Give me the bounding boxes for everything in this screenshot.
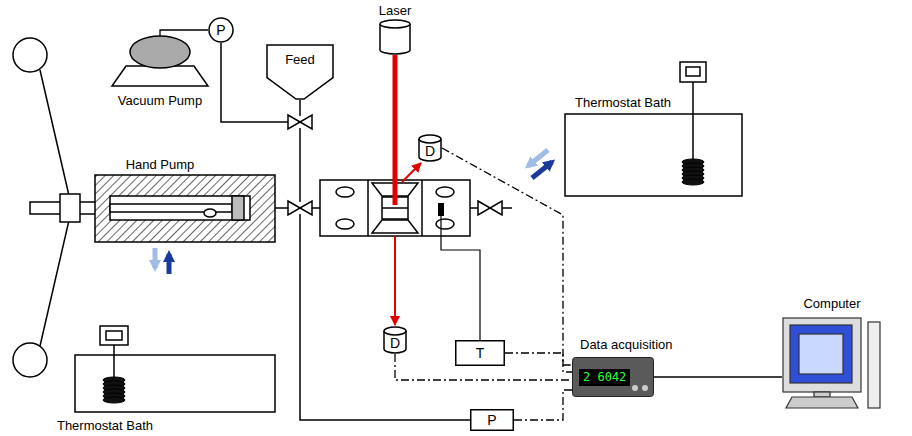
detector: D: [418, 134, 442, 162]
node-label: Hand Pump: [126, 157, 195, 172]
node-label: Laser: [379, 3, 412, 18]
connection-line: [654, 376, 782, 377]
laser-beam: [394, 236, 396, 325]
circulation-arrow: [528, 150, 548, 166]
optical-cell: [436, 219, 454, 229]
pipe: [312, 207, 320, 209]
node-label: T: [476, 346, 485, 361]
pump-handle: [60, 194, 80, 222]
pressure-box: P: [470, 409, 514, 431]
thermostat-bath: [686, 67, 700, 76]
bath-label: Thermostat Bath: [40, 416, 170, 434]
thermostat-bath: [680, 62, 706, 82]
optical-cell: [421, 180, 423, 236]
valve-symbol: [288, 201, 312, 215]
pipe: [275, 207, 288, 209]
pipe: [299, 128, 301, 202]
node-label: Vacuum Pump: [118, 93, 202, 108]
signal-line: [505, 353, 572, 372]
pressure-gauge: P: [208, 17, 234, 43]
node-label: D: [425, 144, 435, 159]
temperature-sensor: [441, 216, 480, 340]
pipe: [502, 207, 512, 209]
laser-beam: [393, 55, 398, 205]
laser-source: [380, 20, 410, 28]
computer: Computer: [782, 296, 882, 414]
display-readout: 2 6042: [579, 369, 630, 386]
heater-coil: [682, 179, 704, 185]
optical-cell: [436, 187, 454, 197]
circulation-arrow: [528, 150, 552, 178]
circulation-arrow: [153, 248, 158, 268]
thermostat-bath: [113, 345, 115, 378]
laser-source: [380, 20, 410, 54]
signal-line: [514, 390, 572, 420]
computer-outline: [782, 296, 882, 414]
node-label: Thermostat Bath: [575, 95, 671, 110]
pipe: [470, 207, 478, 209]
node-label: Feed: [285, 52, 315, 67]
laser-beam: [402, 163, 421, 182]
pump-handle: [40, 216, 70, 346]
connection-line: [160, 30, 208, 36]
laser-label: Laser: [365, 1, 425, 19]
pump-handle: [13, 343, 47, 377]
circulation-arrow: [532, 162, 552, 178]
vacuum-pump: Vacuum Pump: [110, 36, 210, 108]
node-label: Data acquisition: [580, 337, 673, 352]
heater-coil: [682, 159, 704, 185]
valve-symbol: [288, 115, 312, 129]
thermostat-bath: [692, 82, 694, 160]
hand-pump-body: [204, 209, 216, 217]
node-label: P: [216, 23, 225, 38]
thermostat-bath: [75, 326, 275, 412]
optical-cell: [367, 180, 369, 236]
thermostat-bath: [565, 114, 742, 196]
temperature-box: T: [455, 340, 505, 366]
pump-handle: [40, 70, 70, 200]
node-label: Thermostat Bath: [57, 418, 153, 433]
hand-pump-body: [232, 196, 244, 220]
node-label: D: [390, 336, 400, 351]
feed-hopper: Feed: [266, 44, 334, 100]
thermostat-bath: [75, 355, 275, 412]
optical-cell: [382, 207, 408, 209]
temperature-sensor: [438, 203, 444, 216]
valve-symbol: [478, 201, 502, 215]
thermostat-bath: [565, 62, 742, 196]
laser-beam: [395, 55, 421, 325]
signal-line: [442, 148, 572, 365]
pipe: [300, 214, 470, 420]
bath-label: Thermostat Bath: [575, 93, 680, 111]
circulation-arrow: [155, 248, 169, 274]
node-label: P: [487, 413, 496, 428]
pump-handle: [13, 38, 47, 72]
hand-pump-body: [95, 175, 275, 242]
detector: D: [383, 326, 407, 354]
circulation-arrow: [167, 254, 172, 274]
node-label: Computer: [803, 296, 860, 311]
optical-cell: [336, 219, 354, 229]
data-acquisition: Data acquisition2 6042: [572, 357, 654, 397]
optical-cell: [336, 187, 354, 197]
thermostat-bath: [106, 331, 122, 340]
hand-pump-body: [95, 175, 275, 242]
optical-cell: [372, 220, 418, 233]
heater-coil: [103, 377, 125, 403]
hand-pump-body: [110, 196, 250, 220]
thermostat-bath: [100, 326, 128, 345]
heater-coil: [103, 397, 125, 403]
pump-label: Hand Pump: [105, 155, 215, 173]
pipe: [299, 100, 301, 116]
temperature-sensor: [438, 203, 480, 340]
